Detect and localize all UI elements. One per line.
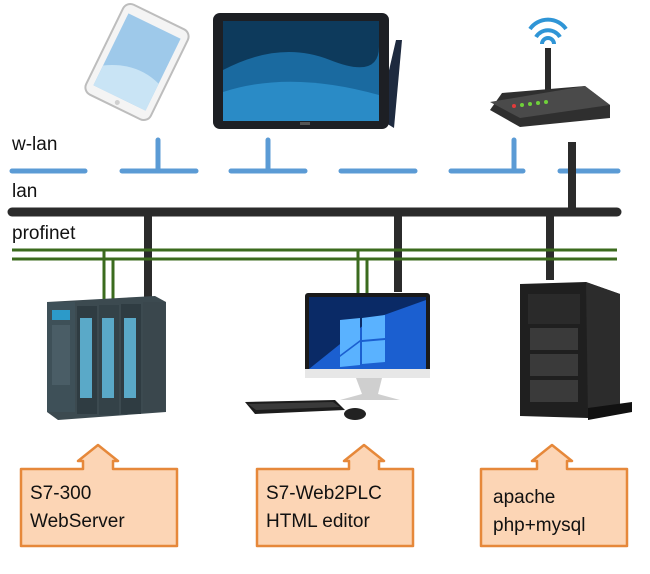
plc-icon xyxy=(47,296,166,420)
server-callout-text: apache php+mysql xyxy=(493,484,585,540)
profinet-label: profinet xyxy=(12,223,76,244)
pc-callout-text: S7-Web2PLC HTML editor xyxy=(266,480,382,536)
pc-callout-line2: HTML editor xyxy=(266,511,370,532)
server-callout-line1: apache xyxy=(493,487,556,508)
tablet-stand-icon xyxy=(213,13,402,129)
profinet-bus xyxy=(12,248,617,300)
server-callout-line2: php+mysql xyxy=(493,515,586,536)
tablet-icon xyxy=(84,2,190,122)
pc-callout-line1: S7-Web2PLC xyxy=(266,483,382,504)
lan-bus xyxy=(7,142,622,298)
callout-pc xyxy=(255,443,415,548)
plc-callout-line2: WebServer xyxy=(30,511,125,532)
server-icon xyxy=(520,282,632,420)
pc-icon xyxy=(245,293,430,420)
callout-server xyxy=(479,443,629,548)
callout-plc xyxy=(19,443,179,548)
router-icon xyxy=(490,17,610,127)
plc-callout-text: S7-300 WebServer xyxy=(30,480,125,536)
wlan-label: w-lan xyxy=(12,134,58,155)
lan-label: lan xyxy=(12,181,38,202)
wlan-bus xyxy=(9,137,621,174)
plc-callout-line1: S7-300 xyxy=(30,483,92,504)
